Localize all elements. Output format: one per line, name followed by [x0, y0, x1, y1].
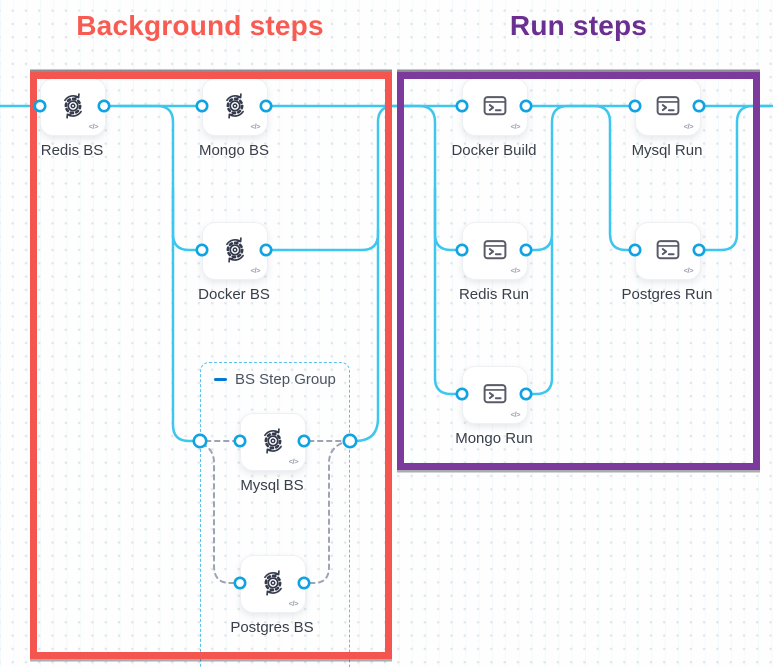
step-card-mysql-bs[interactable]: </>	[240, 413, 306, 471]
step-card-postgres-bs[interactable]: </>	[240, 555, 306, 613]
code-toggle-icon: </>	[250, 266, 261, 275]
step-card-mongo-run[interactable]: </>	[462, 366, 528, 424]
step-group-header[interactable]: BS Step Group	[214, 371, 336, 388]
port-postgres-run-in[interactable]	[628, 243, 642, 257]
step-group-container	[200, 362, 350, 667]
port-postgres-bs-out[interactable]	[297, 576, 311, 590]
port-postgres-bs-in[interactable]	[233, 576, 247, 590]
port-mysql-run-in[interactable]	[628, 99, 642, 113]
step-card-postgres-run[interactable]: </>	[635, 222, 701, 280]
port-docker-bs-out[interactable]	[259, 243, 273, 257]
port-redis-run-out[interactable]	[519, 243, 533, 257]
port-group-in[interactable]	[192, 433, 208, 449]
run-steps-title: Run steps	[509, 10, 648, 41]
port-redis-run-in[interactable]	[455, 243, 469, 257]
step-label-mongo-bs: Mongo BS	[198, 142, 270, 159]
code-toggle-icon: </>	[683, 266, 694, 275]
background-steps-annotation-box	[30, 72, 392, 659]
background-steps-title: Background steps	[76, 10, 324, 41]
port-mysql-bs-in[interactable]	[233, 434, 247, 448]
code-toggle-icon: </>	[510, 266, 521, 275]
step-card-redis-run[interactable]: </>	[462, 222, 528, 280]
code-toggle-icon: </>	[510, 122, 521, 131]
code-toggle-icon: </>	[510, 410, 521, 419]
port-mysql-bs-out[interactable]	[297, 434, 311, 448]
port-mongo-run-out[interactable]	[519, 387, 533, 401]
step-label-postgres-run: Postgres Run	[621, 286, 713, 303]
run-steps-annotation-box	[397, 72, 760, 470]
port-redis-bs-out[interactable]	[97, 99, 111, 113]
code-toggle-icon: </>	[250, 122, 261, 131]
port-docker-build-out[interactable]	[519, 99, 533, 113]
port-mongo-run-in[interactable]	[455, 387, 469, 401]
step-label-mongo-run: Mongo Run	[455, 430, 533, 447]
port-postgres-run-out[interactable]	[692, 243, 706, 257]
port-docker-build-in[interactable]	[455, 99, 469, 113]
code-toggle-icon: </>	[288, 599, 299, 608]
step-label-docker-bs: Docker BS	[198, 286, 270, 303]
step-label-mysql-run: Mysql Run	[631, 142, 703, 159]
port-docker-bs-in[interactable]	[195, 243, 209, 257]
step-group-label: BS Step Group	[235, 371, 336, 388]
collapse-group-minus-icon[interactable]	[214, 378, 227, 381]
step-label-redis-bs: Redis BS	[40, 142, 104, 159]
port-mysql-run-out[interactable]	[692, 99, 706, 113]
port-mongo-bs-in[interactable]	[195, 99, 209, 113]
port-group-out[interactable]	[342, 433, 358, 449]
step-label-docker-build: Docker Build	[451, 142, 537, 159]
step-label-postgres-bs: Postgres BS	[230, 619, 314, 636]
port-redis-bs-in[interactable]	[33, 99, 47, 113]
code-toggle-icon: </>	[288, 457, 299, 466]
step-card-docker-bs[interactable]: </>	[202, 222, 268, 280]
port-mongo-bs-out[interactable]	[259, 99, 273, 113]
step-label-mysql-bs: Mysql BS	[240, 477, 304, 494]
code-toggle-icon: </>	[683, 122, 694, 131]
step-label-redis-run: Redis Run	[458, 286, 530, 303]
code-toggle-icon: </>	[88, 122, 99, 131]
